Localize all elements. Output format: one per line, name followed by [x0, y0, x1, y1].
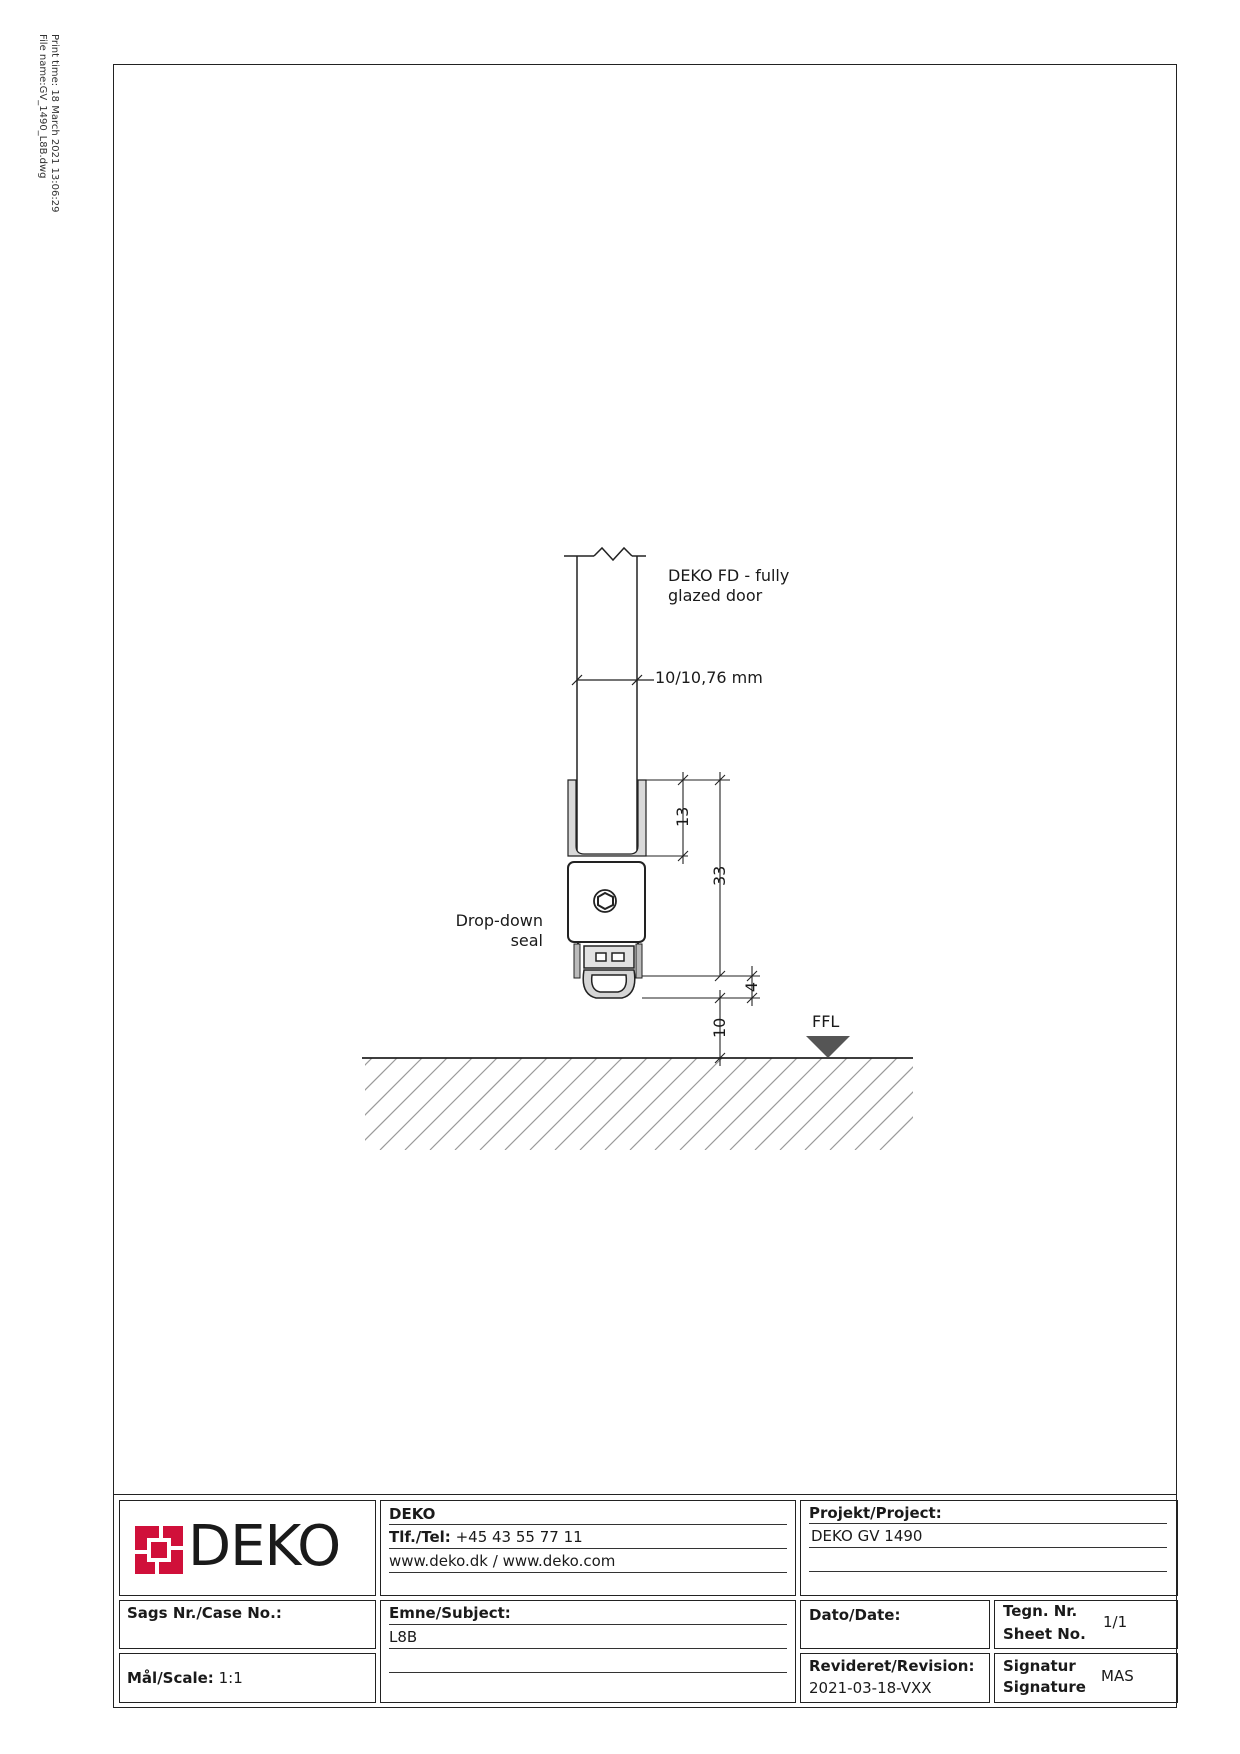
revision-box: Revideret/Revision: 2021-03-18-VXX	[800, 1653, 990, 1703]
scale-value: 1:1	[218, 1669, 243, 1687]
logo-text: DEKO	[188, 1514, 341, 1579]
seal-label-line2: seal	[510, 931, 543, 950]
case-number-box: Sags Nr./Case No.:	[119, 1600, 376, 1649]
subject-value: L8B	[389, 1628, 418, 1646]
subject-label: Emne/Subject:	[389, 1604, 511, 1622]
tel-label: Tlf./Tel:	[389, 1528, 451, 1546]
glass-door	[564, 546, 646, 852]
company-web: www.deko.dk / www.deko.com	[389, 1552, 616, 1570]
project-value: DEKO GV 1490	[811, 1527, 923, 1545]
dimension-4: 4	[742, 981, 761, 993]
signature-value: MAS	[1101, 1667, 1134, 1685]
scale: Mål/Scale: 1:1	[127, 1669, 243, 1687]
scale-box: Mål/Scale: 1:1	[119, 1653, 376, 1703]
seal-label-line1: Drop-down	[455, 911, 543, 930]
floor-hatch	[365, 1058, 913, 1150]
company-phone: Tlf./Tel: +45 43 55 77 11	[389, 1528, 583, 1546]
deko-logo-icon	[135, 1526, 183, 1574]
company-box: DEKO Tlf./Tel: +45 43 55 77 11 www.deko.…	[380, 1500, 796, 1596]
glass-thickness-label: 10/10,76 mm	[655, 668, 763, 687]
case-label: Sags Nr./Case No.:	[127, 1604, 282, 1622]
date-label: Dato/Date:	[809, 1606, 901, 1624]
glass-clamp-channel	[567, 779, 647, 857]
scale-label: Mål/Scale:	[127, 1669, 214, 1687]
door-label-line1: DEKO FD - fully	[668, 566, 790, 585]
signature-label-2: Signature	[1003, 1678, 1086, 1696]
sheet-box: Tegn. Nr. Sheet No. 1/1	[994, 1600, 1178, 1649]
logo-box: DEKO	[119, 1500, 376, 1596]
tel-value: +45 43 55 77 11	[455, 1528, 583, 1546]
project-label: Projekt/Project:	[809, 1504, 942, 1522]
drawing-frame	[113, 64, 1177, 1708]
vertical-dimensions	[642, 772, 760, 1066]
dimension-33: 33	[710, 865, 729, 886]
seal-gasket	[582, 945, 636, 999]
sheet-label-2: Sheet No.	[1003, 1625, 1086, 1643]
project-box: Projekt/Project: DEKO GV 1490	[800, 1500, 1178, 1596]
ffl-label: FFL	[812, 1012, 840, 1031]
subject-box: Emne/Subject: L8B	[380, 1600, 796, 1703]
sheet-value: 1/1	[1103, 1613, 1128, 1631]
revision-value: 2021-03-18-VXX	[809, 1679, 932, 1697]
signature-label-1: Signatur	[1003, 1657, 1076, 1675]
sheet-label-1: Tegn. Nr.	[1003, 1602, 1078, 1620]
company-name: DEKO	[389, 1505, 436, 1523]
title-block-separator	[113, 1494, 1177, 1495]
glass-thickness-dimension	[571, 674, 654, 686]
door-label-line2: glazed door	[668, 586, 763, 605]
hex-screw-icon	[597, 891, 614, 911]
dimension-10: 10	[710, 1017, 729, 1038]
date-box: Dato/Date:	[800, 1600, 990, 1649]
ffl-marker	[806, 1036, 850, 1058]
revision-label: Revideret/Revision:	[809, 1657, 975, 1675]
drop-down-seal-housing	[567, 861, 646, 979]
signature-box: Signatur Signature MAS	[994, 1653, 1178, 1703]
dimension-13: 13	[673, 806, 692, 827]
